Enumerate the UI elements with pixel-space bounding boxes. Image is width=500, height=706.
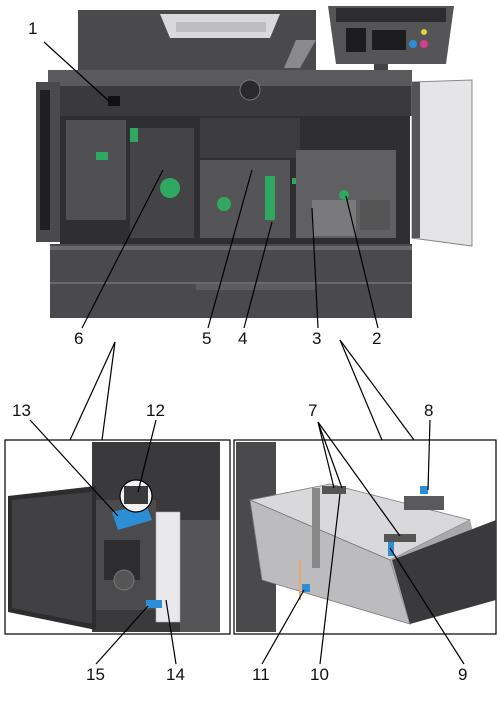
printer-main-unit: [36, 6, 473, 318]
callout-3: 3: [312, 329, 322, 348]
control-panel: [328, 6, 454, 72]
callout-8: 8: [424, 401, 434, 420]
callout-14: 14: [166, 665, 185, 684]
callout-15: 15: [86, 665, 105, 684]
callout-4: 4: [238, 329, 248, 348]
callout-1: 1: [28, 19, 38, 38]
callout-7: 7: [308, 401, 318, 420]
callout-12: 12: [146, 401, 165, 420]
left-inset-illustration: [8, 442, 220, 632]
leader-lines: [29, 41, 465, 665]
callout-10: 10: [310, 665, 329, 684]
callout-11: 11: [252, 665, 270, 684]
callout-9: 9: [458, 665, 468, 684]
right-inset-illustration: [236, 442, 496, 632]
callout-13: 13: [12, 401, 31, 420]
callout-2: 2: [372, 329, 382, 348]
callout-6: 6: [74, 329, 84, 348]
callout-5: 5: [202, 329, 212, 348]
